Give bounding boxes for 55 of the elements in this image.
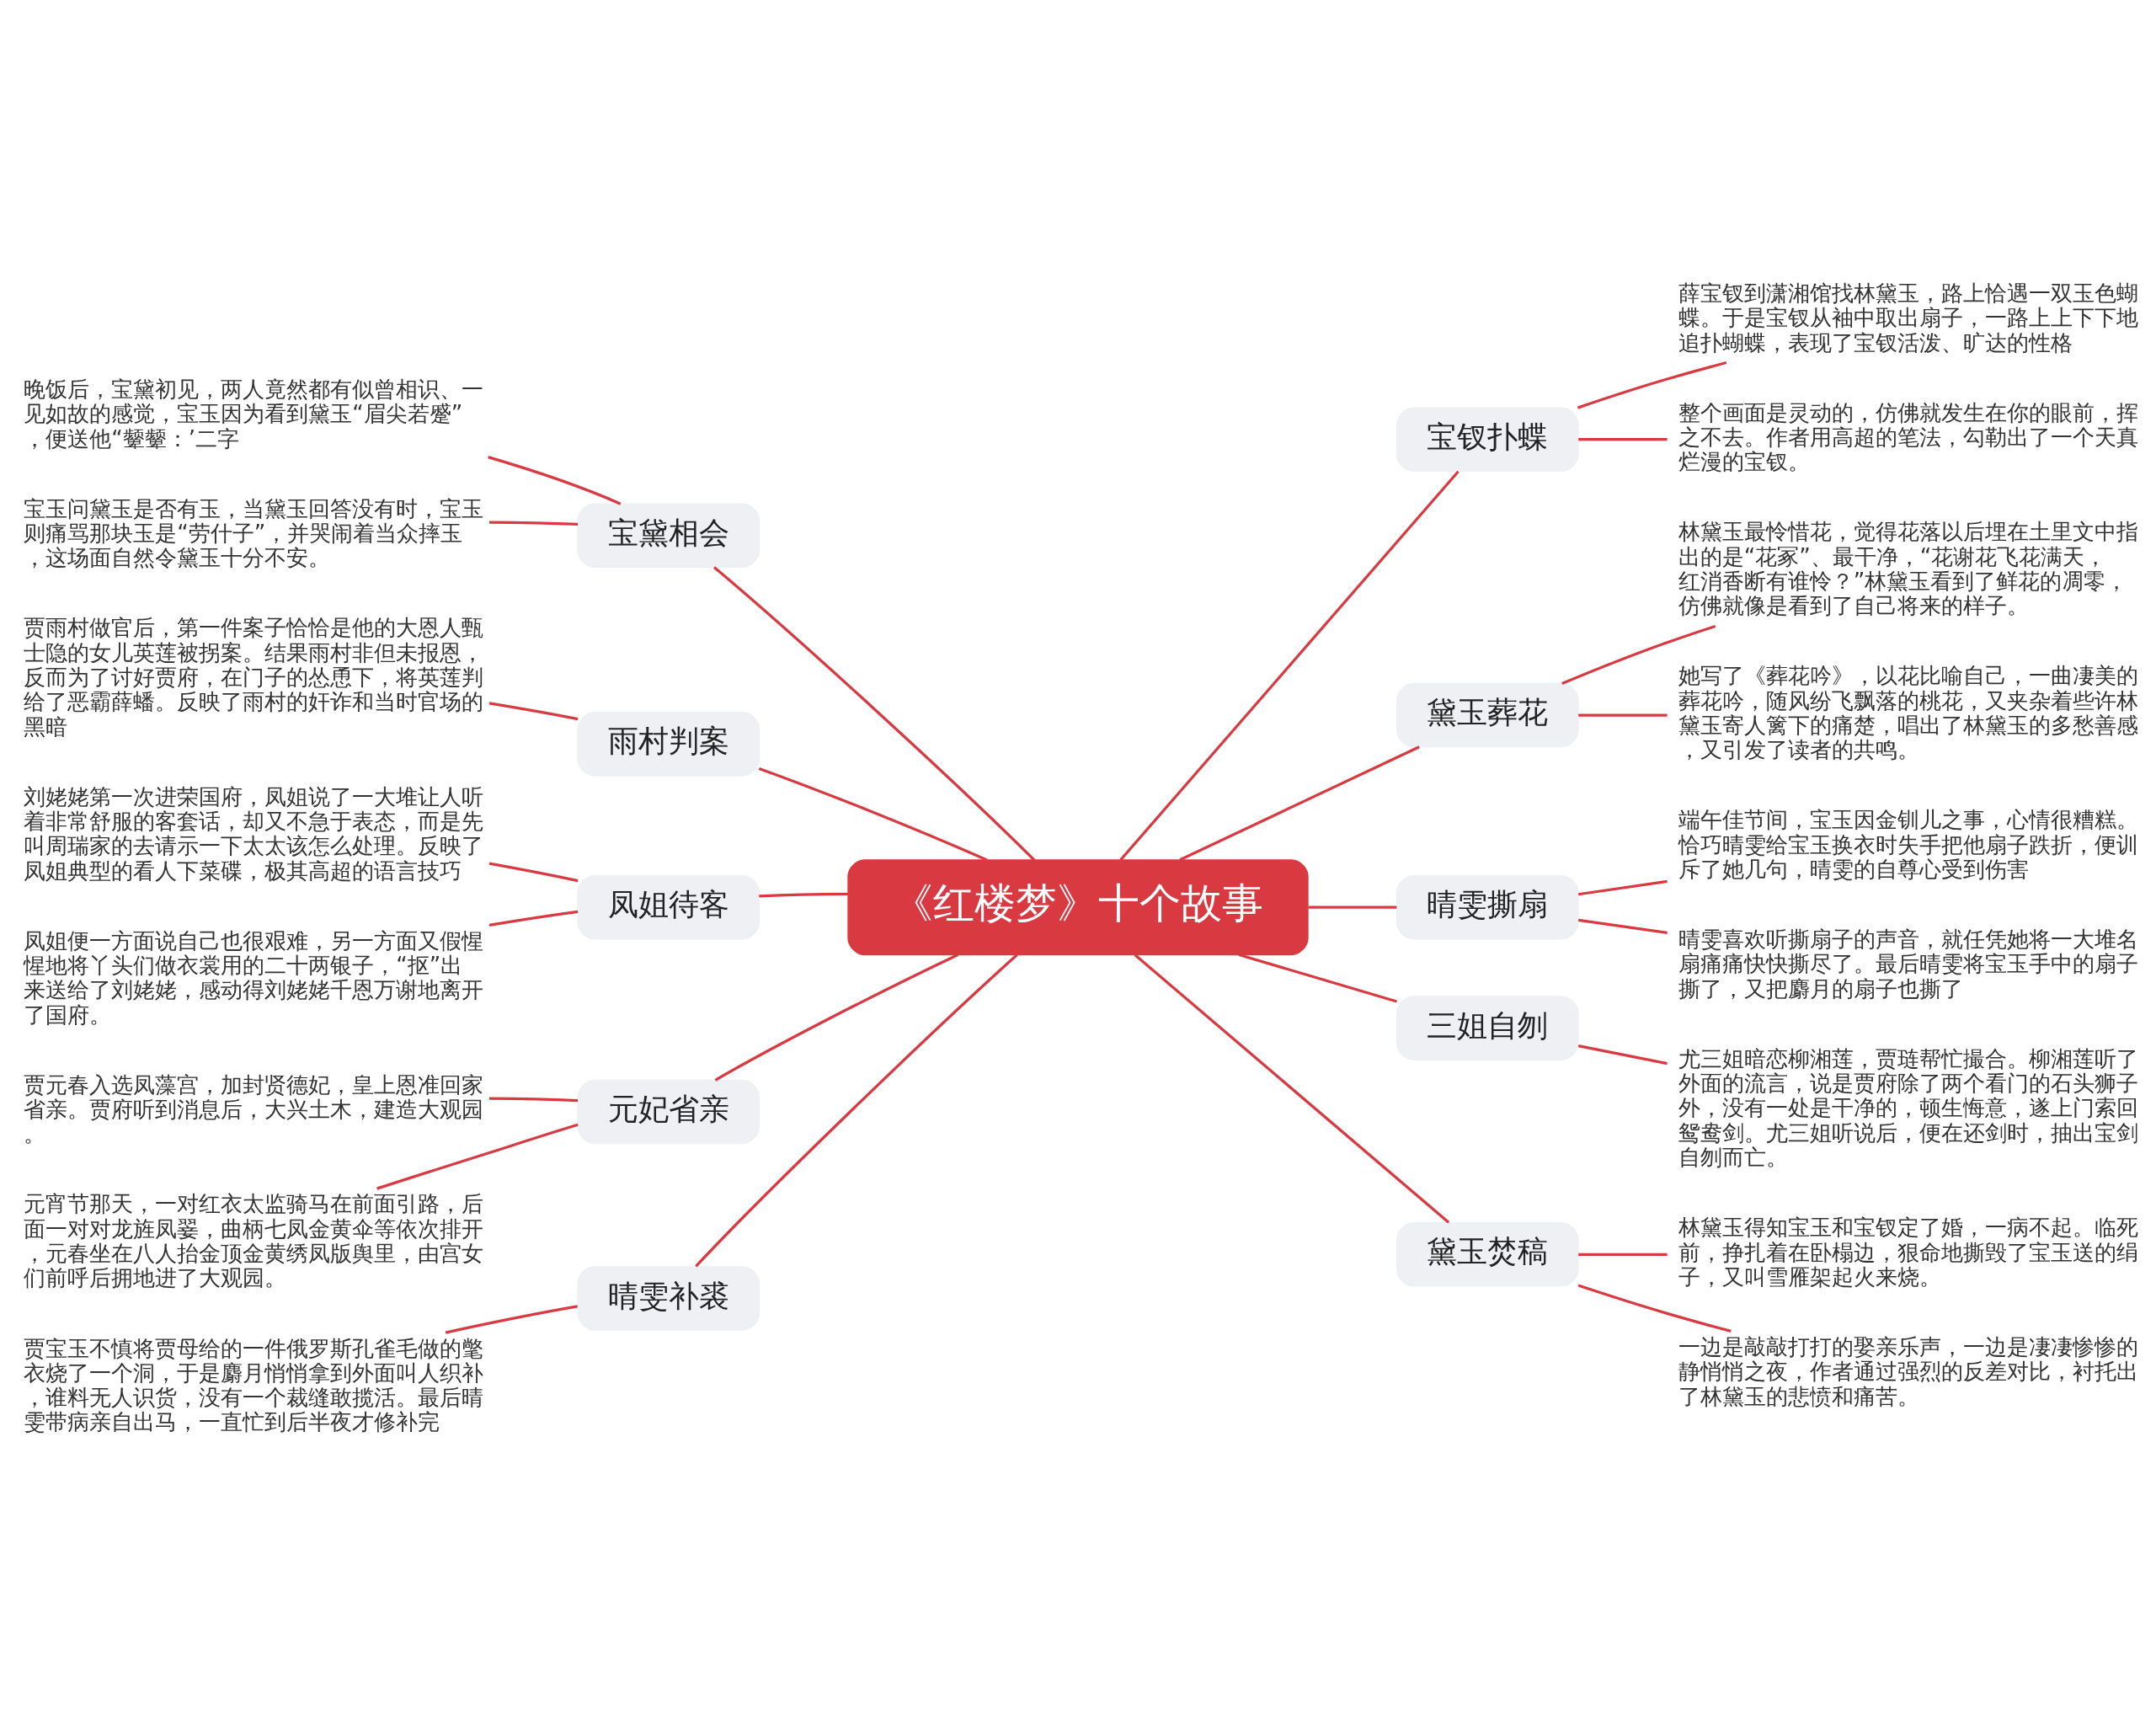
node-box: 晴雯补裘 — [577, 1266, 760, 1331]
node-box: 《红楼梦》十个故事 — [847, 859, 1309, 956]
node-text: 贾雨村做官后，第一件案子恰恰是他的大恩人甄士隐的女儿英莲被拐案。结果雨村非但未报恩，反而为了讨好贾府，在门子的怂恿下，将英莲判给了恶霸薛蟠。反映了雨村的奸诈和当时官场的黑暗 — [24, 615, 484, 740]
connector — [759, 892, 849, 898]
node-box: 凤姐待客 — [577, 874, 760, 940]
node-box: 晴雯撕扇 — [1396, 874, 1579, 940]
connector — [712, 566, 1036, 862]
connector — [488, 702, 579, 721]
connector — [489, 521, 579, 526]
connector — [488, 862, 579, 883]
node-box: 宝钗扑蝶 — [1396, 407, 1579, 472]
node-text: 林黛玉得知宝玉和宝钗定了婚，一病不起。临死前，挣扎着在卧榻边，狠命地撕毁了宝玉送的绢子，又叫雪雁架起火来烧。 — [1678, 1215, 2138, 1290]
connector — [1578, 713, 1668, 717]
node-box: 元妃省亲 — [577, 1079, 760, 1145]
node-box: 宝黛相会 — [577, 503, 760, 569]
node-text: 元宵节那天，一对红衣太监骑马在前面引路，后面一对对龙旌凤翣，曲柄七凤金黄伞等依次排开，元春坐在八人抬金顶金黄绣凤版舆里，由宫女们前呼后拥地进了大观园。 — [24, 1191, 484, 1291]
node-text: 贾元春入选凤藻宫，加封贤德妃，皇上恩准回家省亲。贾府听到消息后，大兴土木，建造大观园。 — [24, 1071, 484, 1147]
node-text: 薛宝钗到潇湘馆找林黛玉，路上恰遇一双玉色蝴蝶。于是宝钗从袖中取出扇子，一路上上下下地追扑蝴蝶，表现了宝钗活泼、旷达的性格 — [1678, 280, 2138, 355]
node-text: 她写了《葬花吟》，以花比喻自己，一曲凄美的葬花吟，随风纷飞飘落的桃花，又夹杂着些许林黛玉寄人篱下的痛楚，唱出了林黛玉的多愁善感，又引发了读者的共鸣。 — [1678, 663, 2138, 763]
connector — [758, 767, 988, 862]
node-text: 端午佳节间，宝玉因金钏儿之事，心情很糟糕。恰巧晴雯给宝玉换衣时失手把他扇子跌折，便训斥了她几句，晴雯的自尊心受到伤害 — [1678, 807, 2138, 883]
node-text: 贾宝玉不慎将贾母给的一件俄罗斯孔雀毛做的氅衣烧了一个洞，于是麝月悄悄拿到外面叫人织补，谁料无人识货，没有一个裁缝敢揽活。最后晴雯带病亲自出马，一直忙到后半夜才修补完 — [24, 1335, 484, 1435]
node-box: 雨村判案 — [577, 712, 760, 777]
node-box: 三姐自刎 — [1396, 996, 1579, 1060]
node-text: 一边是敲敲打打的娶亲乐声，一边是凄凄惨惨的静悄悄之夜，作者通过强烈的反差对比，衬托出了林黛玉的悲愤和痛苦。 — [1678, 1333, 2138, 1409]
node-box: 黛玉葬花 — [1396, 682, 1579, 748]
connector — [1561, 624, 1716, 686]
connector — [1577, 361, 1727, 409]
connector — [695, 953, 1018, 1268]
connector — [714, 953, 959, 1082]
connector — [1179, 745, 1420, 862]
connector — [1577, 918, 1668, 934]
connector — [1578, 1253, 1668, 1256]
node-text: 宝玉问黛玉是否有玉，当黛玉回答没有时，宝玉则痛骂那块玉是“劳什子”，并哭闹着当众摔玉，这场面自然令黛玉十分不安。 — [24, 495, 484, 571]
node-text: 凤姐便一方面说自己也很艰难，另一方面又假惺惺地将丫头们做衣裳用的二十两银子，“抠”出来送给了刘姥姥，感动得刘姥姥千恩万谢地离开了国府。 — [24, 927, 484, 1028]
connector — [376, 1123, 579, 1190]
node-text: 整个画面是灵动的，仿佛就发生在你的眼前，挥之不去。作者用高超的笔法，勾勒出了一个天真烂漫的宝钗。 — [1678, 399, 2138, 475]
connector — [1577, 1284, 1732, 1333]
connector — [488, 910, 579, 927]
connector — [445, 1305, 578, 1334]
node-text: 林黛玉最怜惜花，觉得花落以后埋在土里文中指出的是“花冢”、最干净，“花谢花飞花满天，红消香断有谁怜？”林黛玉看到了鲜花的凋零，仿佛就像是看到了自己将来的样子。 — [1678, 519, 2138, 619]
connector — [1238, 953, 1397, 1003]
connector — [489, 1097, 579, 1103]
connector — [1577, 1044, 1668, 1066]
connector — [1119, 470, 1460, 861]
connector — [1134, 953, 1450, 1224]
connector — [487, 456, 622, 505]
node-text: 尤三姐暗恋柳湘莲，贾琏帮忙撮合。柳湘莲听了外面的流言，说是贾府除了两个看门的石头狮子外，没有一处是干净的，顿生悔意，遂上门索回鸳鸯剑。尤三姐听说后，便在还剑时，抽出宝剑自刎而亡。 — [1678, 1045, 2138, 1171]
node-box: 黛玉焚稿 — [1396, 1222, 1579, 1287]
connector — [1578, 438, 1668, 441]
node-text: 晚饭后，宝黛初见，两人竟然都有似曾相识、一见如故的感觉，宝玉因为看到黛玉“眉尖若蹙”，便送他“颦颦：’二字 — [24, 376, 484, 451]
node-text: 晴雯喜欢听撕扇子的声音，就任凭她将一大堆名扇痛痛快快撕尽了。最后晴雯将宝玉手中的扇子撕了，又把麝月的扇子也撕了 — [1678, 927, 2138, 1002]
connector — [1577, 879, 1668, 896]
node-text: 刘姥姥第一次进荣国府，凤姐说了一大堆让人听着非常舒服的客套话，却又不急于表态，而是先叫周瑞家的去请示一下太太该怎么处理。反映了凤姐典型的看人下菜碟，极其高超的语言技巧 — [24, 783, 484, 884]
connector — [1308, 905, 1397, 909]
